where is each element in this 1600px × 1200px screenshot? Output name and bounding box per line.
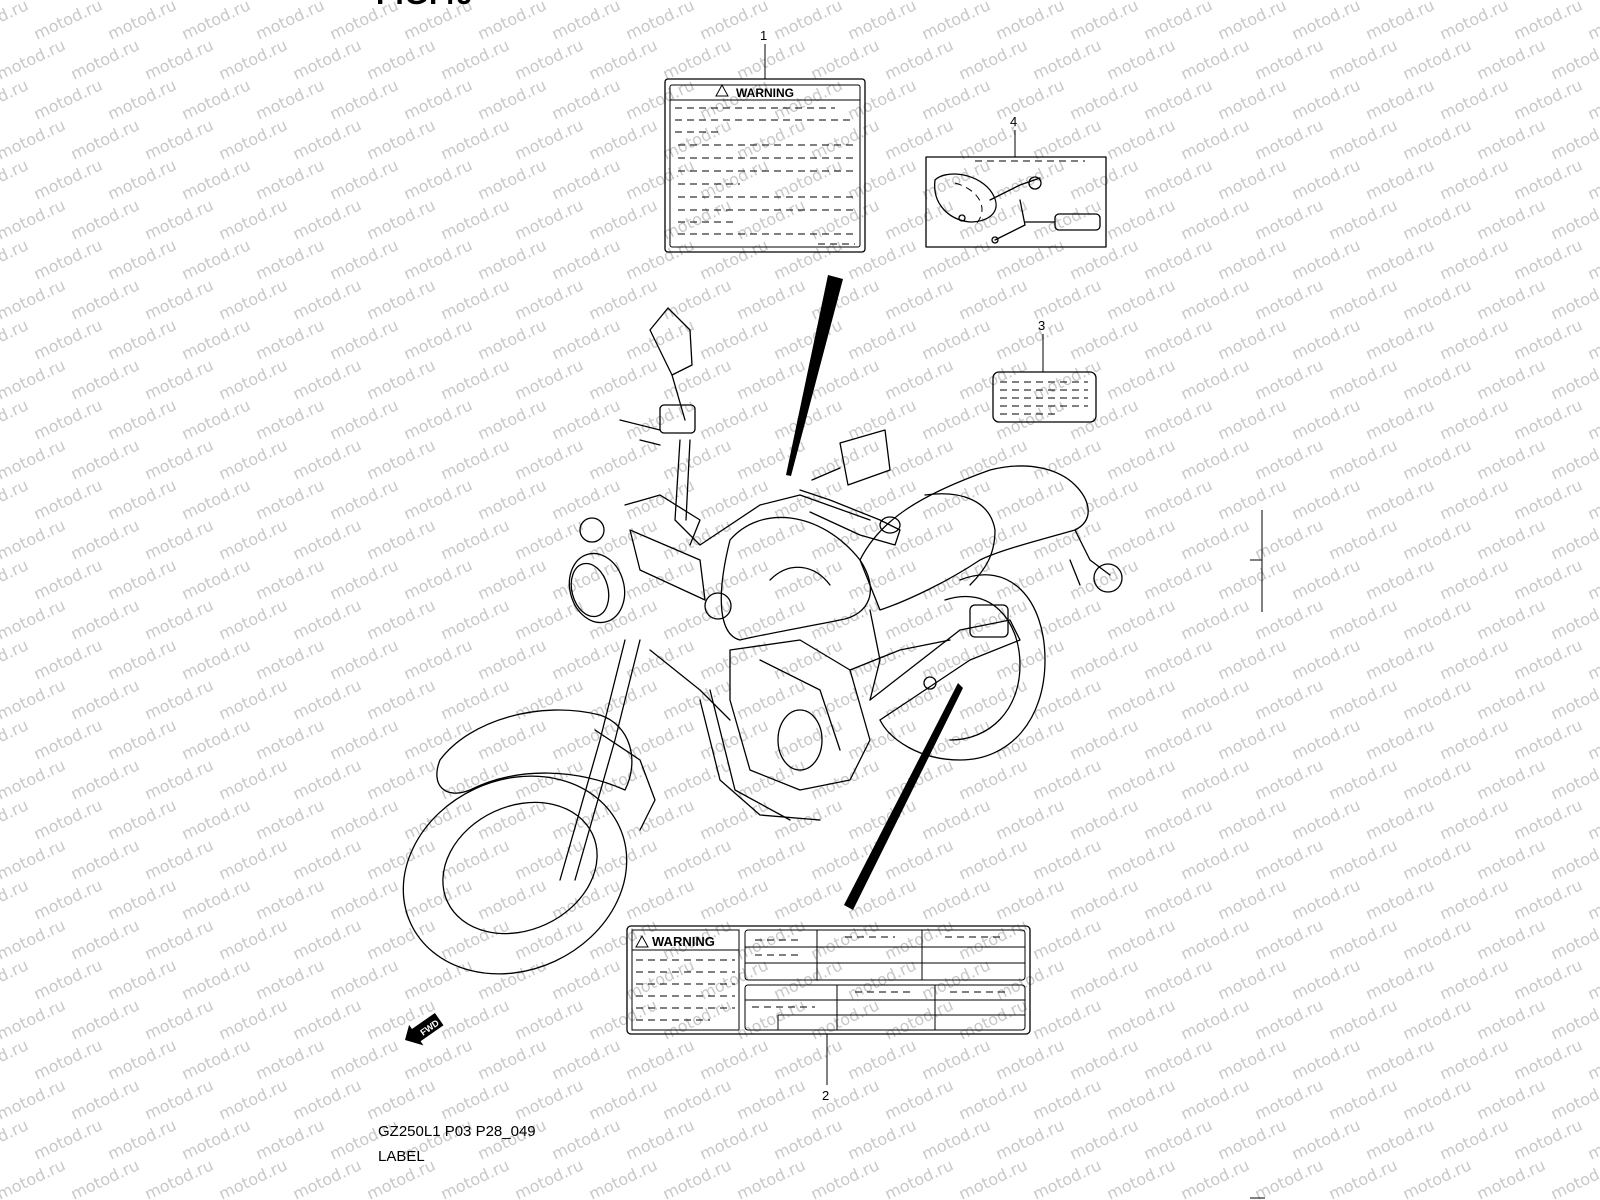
leader-label-2 xyxy=(844,683,963,910)
callout-3: 3 xyxy=(1038,318,1045,333)
leader-label-1 xyxy=(786,275,843,476)
callout-2: 2 xyxy=(822,1088,829,1103)
label-1-warning-sticker: WARNING xyxy=(664,78,866,253)
model-code: GZ250L1 P03 P28_049 xyxy=(378,1123,536,1140)
motorcycle-illustration xyxy=(402,307,1123,975)
label-1-warning-text: WARNING xyxy=(736,86,794,100)
left-mirror xyxy=(649,307,693,376)
label-1-text-lines xyxy=(675,107,855,245)
seat xyxy=(859,465,1089,611)
warning-triangle-icon xyxy=(715,83,729,97)
label-2-warning-sticker: WARNING xyxy=(626,925,1031,1035)
warning-triangle-icon xyxy=(635,934,649,948)
front-fender xyxy=(436,709,633,794)
fuel-tank xyxy=(720,516,871,641)
front-wheel xyxy=(402,775,628,975)
label-2-warning-text: WARNING xyxy=(652,934,715,949)
label-4-tire-sticker xyxy=(925,156,1107,248)
callout-1: 1 xyxy=(760,28,767,43)
right-mirror xyxy=(839,429,891,486)
figure-caption: LABEL xyxy=(378,1148,425,1165)
callout-4: 4 xyxy=(1010,114,1017,129)
fwd-arrow-icon: FWD xyxy=(405,1012,444,1046)
label-3-sticker xyxy=(992,371,1097,423)
engine xyxy=(729,639,871,791)
